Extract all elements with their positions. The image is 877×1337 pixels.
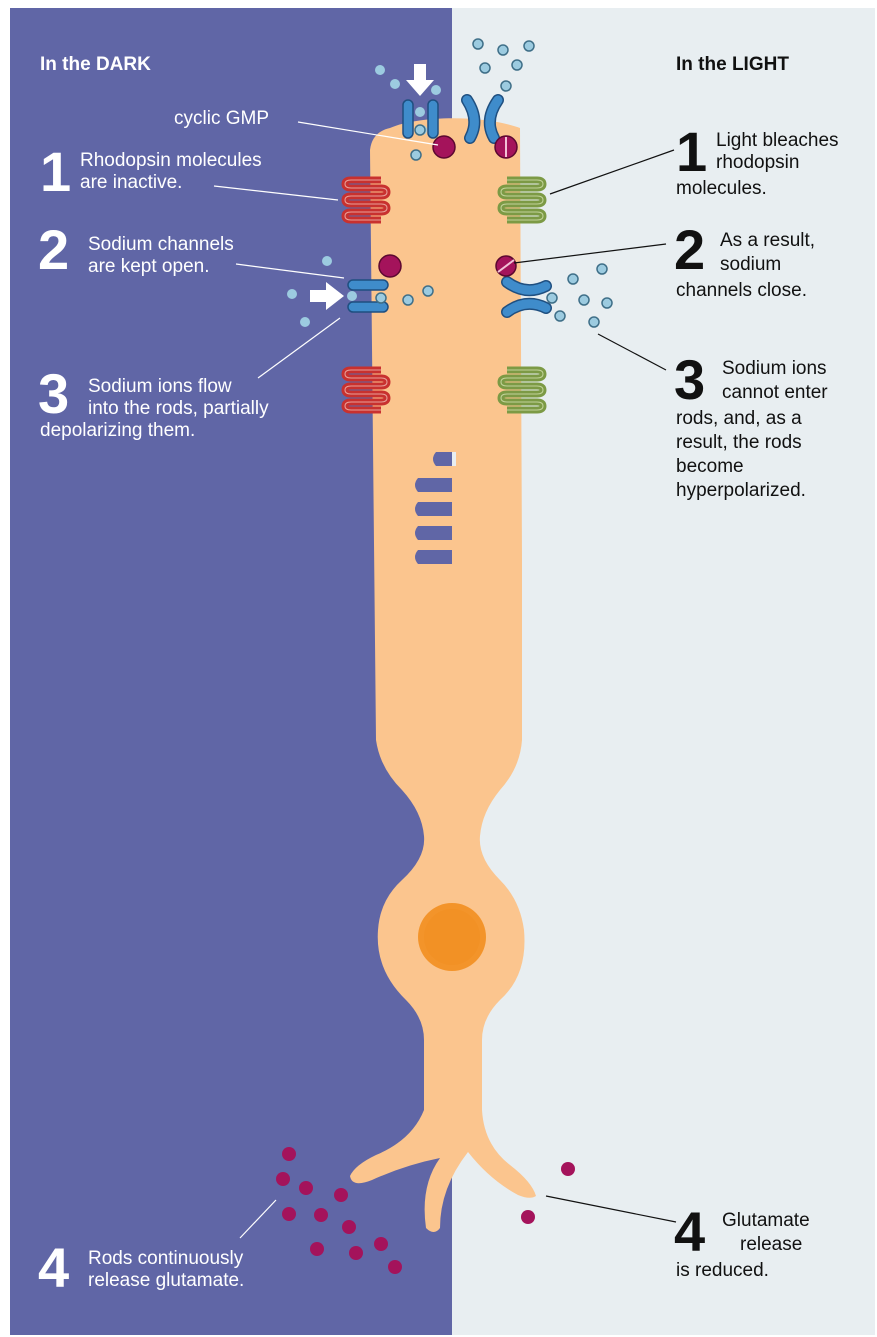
light-panel-title: In the LIGHT [676, 54, 789, 76]
dark-step-3-line1: Sodium ions flow [88, 376, 232, 398]
light-step-3-line6: hyperpolarized. [676, 480, 806, 502]
light-step-4-line3: is reduced. [676, 1260, 769, 1282]
dark-step-2-line1: Sodium channels [88, 234, 234, 256]
nucleus [418, 903, 486, 971]
light-step-3-line2: cannot enter [722, 382, 828, 404]
light-step-1-line1: Light bleaches [716, 130, 839, 152]
light-step-1-number: 1 [676, 128, 707, 176]
dark-step-2-number: 2 [38, 226, 69, 274]
light-step-3-line3: rods, and, as a [676, 408, 802, 430]
light-step-3-line1: Sodium ions [722, 358, 827, 380]
cyclic-gmp-label: cyclic GMP [174, 108, 269, 130]
dark-step-3-line3: depolarizing them. [40, 420, 195, 442]
light-step-3-line5: become [676, 456, 744, 478]
light-step-4-line2: release [740, 1234, 802, 1256]
disc-folds-light [452, 452, 456, 466]
light-step-4-line1: Glutamate [722, 1210, 810, 1232]
cgmp-light-side [496, 256, 516, 276]
light-step-2-line3: channels close. [676, 280, 807, 302]
dark-step-4-line2: release glutamate. [88, 1270, 244, 1292]
dark-step-1-line1: Rhodopsin molecules [80, 150, 262, 172]
dark-step-1-line2: are inactive. [80, 172, 182, 194]
light-step-1-line2: rhodopsin [716, 152, 799, 174]
dark-step-3-number: 3 [38, 370, 69, 418]
dark-step-3-line2: into the rods, partially [88, 398, 269, 420]
light-step-2-number: 2 [674, 226, 705, 274]
light-step-2-line2: sodium [720, 254, 781, 276]
cgmp-light-top [495, 136, 517, 158]
light-step-3-line4: result, the rods [676, 432, 802, 454]
dark-panel-title: In the DARK [40, 54, 151, 76]
dark-step-4-number: 4 [38, 1244, 69, 1292]
light-step-3-number: 3 [674, 356, 705, 404]
dark-step-4-line1: Rods continuously [88, 1248, 243, 1270]
dark-step-1-number: 1 [40, 148, 71, 196]
light-step-1-line3: molecules. [676, 178, 767, 200]
light-step-4-number: 4 [674, 1208, 705, 1256]
cgmp-dark-side [379, 255, 401, 277]
light-step-2-line1: As a result, [720, 230, 815, 252]
cgmp-dark-top [433, 136, 455, 158]
dark-step-2-line2: are kept open. [88, 256, 209, 278]
